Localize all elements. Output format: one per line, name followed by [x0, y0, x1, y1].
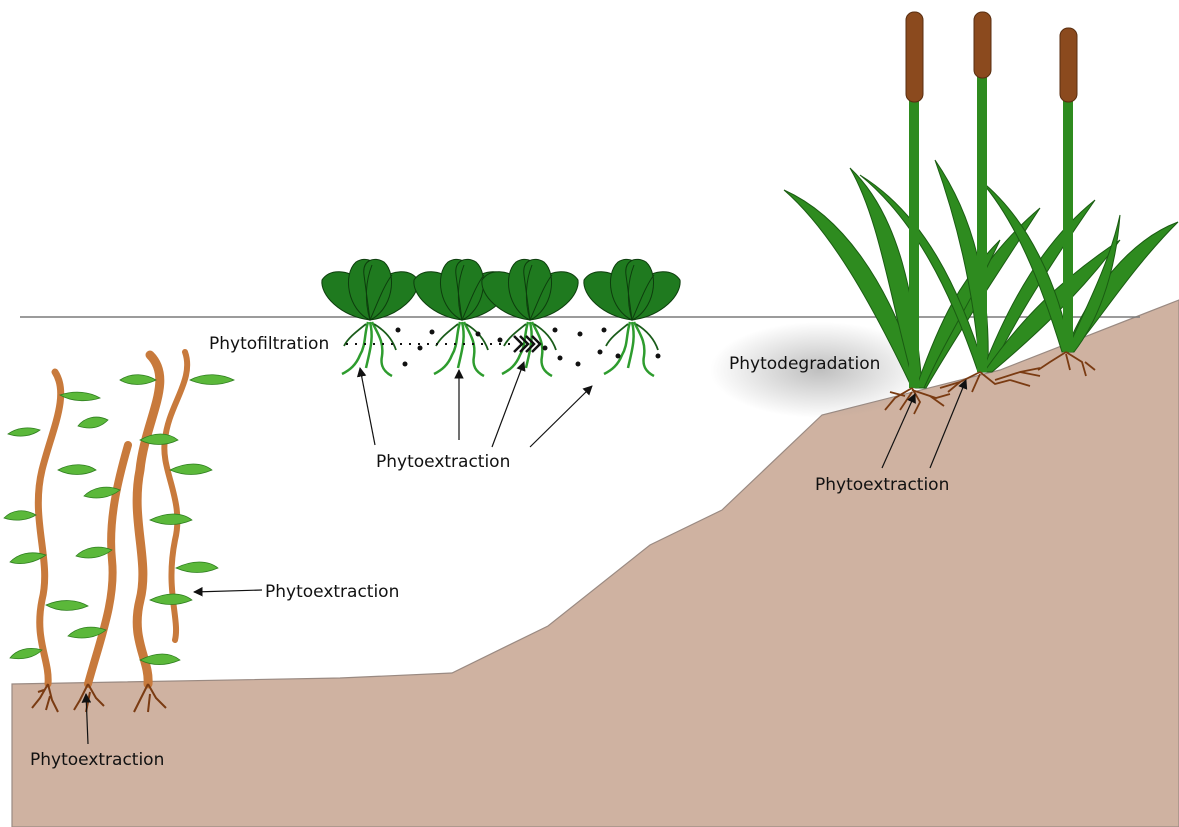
label-phytoextraction-floating: Phytoextraction	[376, 452, 510, 472]
submerged-plants	[4, 352, 234, 684]
label-phytoextraction-submerged-roots: Phytoextraction	[30, 750, 164, 770]
label-phytodegradation: Phytodegradation	[729, 354, 880, 374]
label-phytoextraction-cattail: Phytoextraction	[815, 475, 949, 495]
arrow-floating-1	[360, 368, 375, 445]
label-phytofiltration: Phytofiltration	[209, 334, 329, 354]
arrow-floating-3	[492, 362, 524, 447]
arrow-submerged-stem	[194, 590, 262, 592]
label-phytoextraction-submerged-stem: Phytoextraction	[265, 582, 399, 602]
arrow-floating-4	[530, 386, 592, 447]
flow-chevrons	[514, 336, 540, 352]
